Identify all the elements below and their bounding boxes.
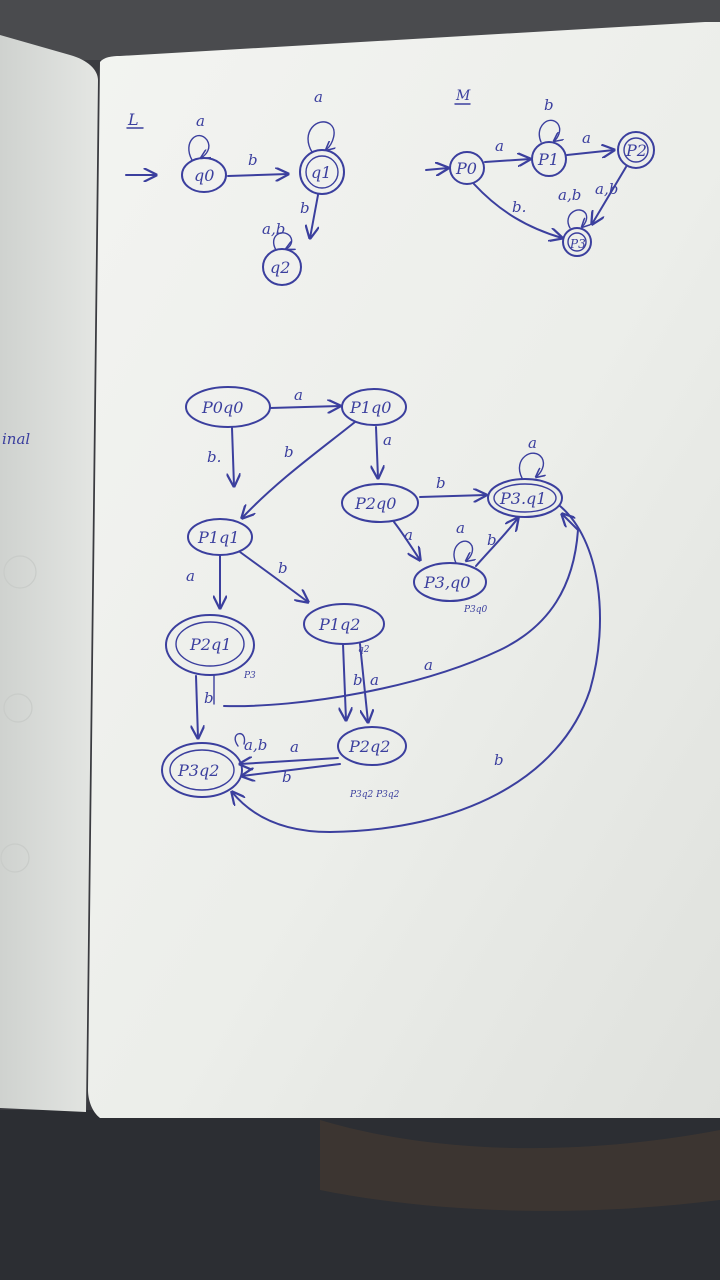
edge-q1-loop: a (314, 88, 323, 106)
svg-text:P3q2 P3q2: P3q2 P3q2 (349, 790, 400, 800)
state-p1 (531, 141, 567, 177)
edge-p1-loop: b (544, 96, 554, 114)
machine-m: M P0 a P1 b a P2 b. a,b P3 a,b (425, 88, 655, 257)
edge-p3q1-loop: a (528, 434, 537, 452)
svg-text:P2: P2 (625, 141, 647, 160)
state-p0 (449, 151, 485, 185)
svg-text:P1q2: P1q2 (318, 615, 360, 634)
svg-text:q2: q2 (270, 258, 290, 277)
edge-p1q1-p1q2: b (278, 559, 288, 577)
svg-text:P3q2: P3q2 (177, 761, 219, 780)
edge-p1q2-p2q2-b: b (353, 671, 363, 689)
machine-m-marker: M (455, 88, 471, 104)
edge-q1-q2: b (300, 199, 310, 217)
svg-text:P2q0: P2q0 (354, 494, 396, 513)
state-p3q0 (413, 562, 487, 602)
state-p2q2 (337, 726, 407, 766)
edge-q2-loop: a,b (262, 220, 285, 238)
svg-text:q2: q2 (358, 645, 370, 655)
svg-text:P1q1: P1q1 (197, 528, 239, 547)
svg-text:P1q0: P1q0 (349, 398, 391, 417)
edge-p1q0-p2q0: a (383, 431, 392, 449)
svg-text:P2q1: P2q1 (189, 635, 231, 654)
state-p2q1 (165, 614, 255, 676)
edge-p3q0-loop: a (456, 519, 465, 537)
edge-p3q0-p3q1: b (487, 531, 497, 549)
state-q2 (262, 248, 302, 286)
svg-text:P3.q1: P3.q1 (499, 489, 546, 508)
svg-text:P3,q0: P3,q0 (423, 573, 470, 592)
edge-p3-loop: a,b (558, 186, 581, 204)
edge-p0q0-p1q1: b. (207, 448, 221, 466)
right-page (88, 22, 720, 1118)
edge-p3q1-p3q2: b (494, 751, 504, 769)
svg-text:q0: q0 (194, 166, 214, 185)
edge-p2q1-p3q2: b (204, 689, 214, 707)
svg-text:P0: P0 (455, 159, 477, 178)
edge-p2q2-p3q2-a: a (290, 738, 299, 756)
edge-p2q0-p3q0: a (404, 526, 413, 544)
left-page (0, 35, 98, 1112)
edge-p2q2-p3q2-b: b (282, 768, 292, 786)
state-p1q0 (341, 388, 407, 426)
edge-p1q0-p1q1: b (284, 443, 294, 461)
margin-text: inal (2, 430, 30, 448)
machine-l: L q0 a b q1 a b q2 a,b (125, 88, 345, 286)
edge-p1q2-p2q2-a: a (370, 671, 379, 689)
edge-p3q2-loop: a,b (244, 736, 267, 754)
edge-q0-q1: b (248, 151, 258, 169)
product-automaton: P0q0 P1q0 P2q0 P3.q1 P1q1 P3,q0 P3q0 P2q… (161, 386, 601, 833)
svg-text:P2q2: P2q2 (348, 737, 390, 756)
edge-q0-loop: a (196, 112, 205, 130)
edge-p0-p3: b. (512, 198, 526, 216)
state-q1 (299, 149, 345, 195)
svg-text:P3q0: P3q0 (463, 605, 488, 615)
svg-text:P1: P1 (537, 150, 559, 169)
edge-p2q1-p3q1: a (424, 656, 433, 674)
edge-p2-p3: a,b (595, 180, 618, 198)
svg-text:P3: P3 (569, 237, 586, 251)
state-p3q1 (487, 478, 563, 518)
edge-p2q0-p3q1: b (436, 474, 446, 492)
machine-l-marker: L (127, 110, 139, 129)
state-p2q0 (341, 483, 419, 523)
edge-p0-p1: a (495, 137, 504, 155)
svg-text:q1: q1 (311, 163, 331, 182)
svg-text:P3: P3 (243, 671, 256, 681)
edge-p1q1-p2q1: a (186, 567, 195, 585)
state-p2 (617, 131, 655, 169)
edge-p0q0-p1q0: a (294, 386, 303, 404)
svg-text:P0q0: P0q0 (201, 398, 243, 417)
state-p3 (562, 227, 592, 257)
edge-p1-p2: a (582, 129, 591, 147)
